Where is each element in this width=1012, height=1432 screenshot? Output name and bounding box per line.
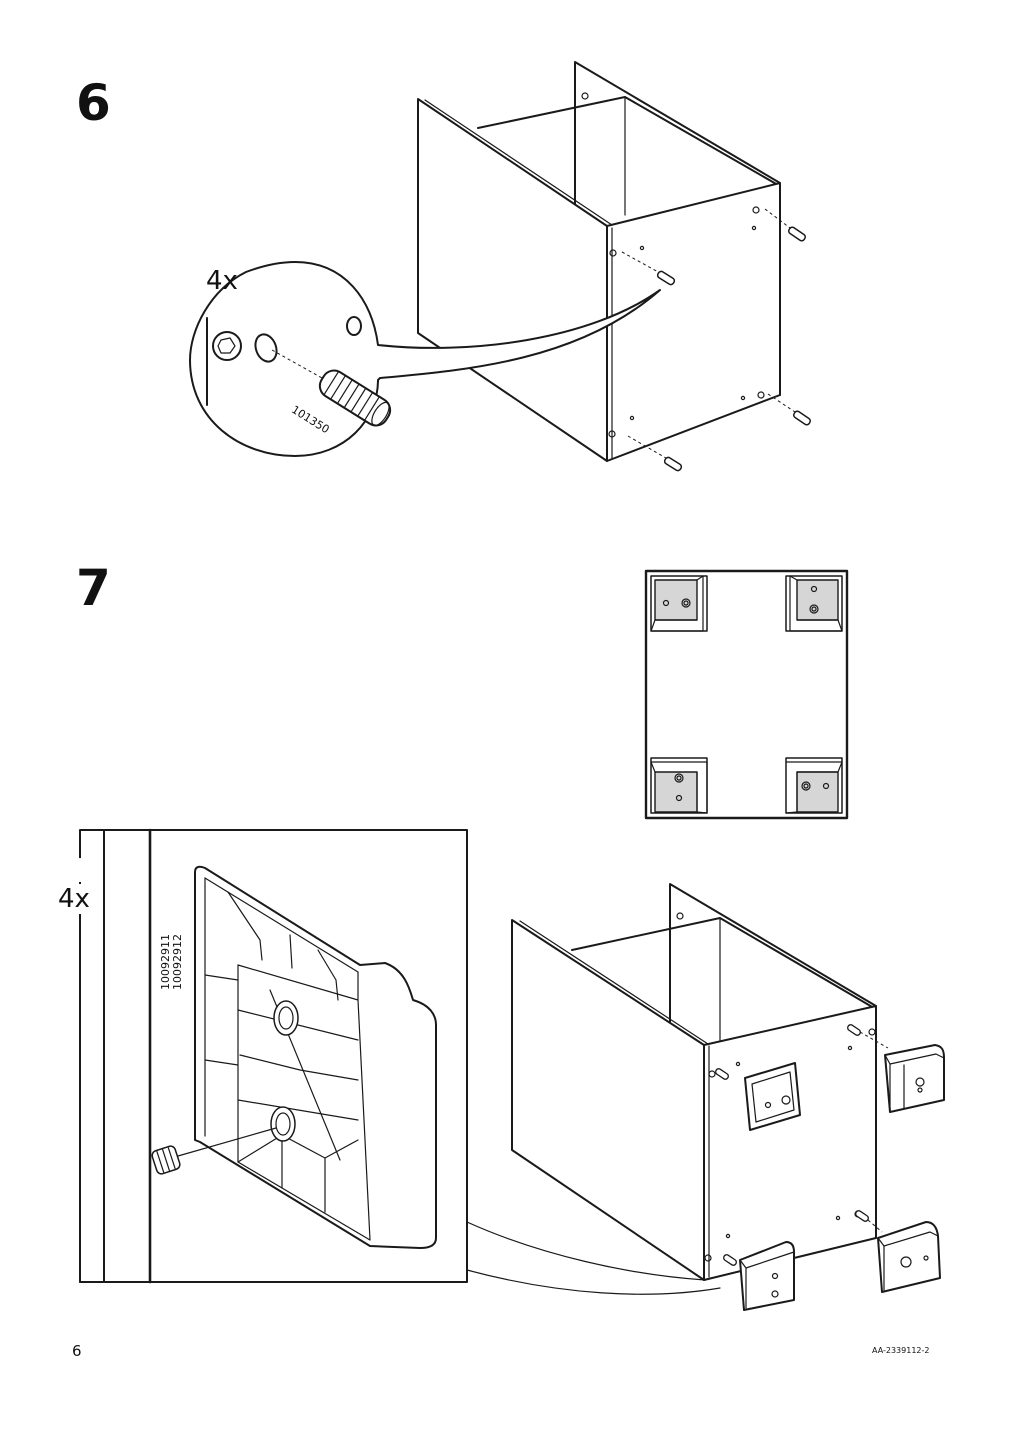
step-6-quantity: 4x [206, 266, 238, 296]
document-code: AA-2339112-2 [872, 1346, 930, 1355]
foot-loose-lower-right [867, 1219, 941, 1293]
foot-top-left [650, 575, 708, 632]
step-7-bottom-view [644, 569, 849, 820]
step-6-number: 6 [76, 74, 111, 132]
step-7-number: 7 [76, 559, 111, 617]
step-7-detail-panel [78, 828, 721, 1295]
step-7-part-numbers: 10092911 10092912 [159, 934, 184, 990]
foot-bottom-right [785, 757, 843, 814]
foot-loose-upper-right [859, 1031, 945, 1113]
step-7-part-number-2: 10092912 [171, 934, 184, 990]
step-6-cabinet [417, 61, 812, 472]
step-7-cabinet [511, 883, 945, 1311]
foot-loose-lower-left [739, 1241, 795, 1311]
step-6-detail-callout [189, 261, 661, 457]
foot-top-right [785, 575, 843, 632]
foot-bottom-left [650, 757, 708, 814]
foot-attached [744, 1062, 801, 1131]
page-number: 6 [72, 1342, 82, 1360]
step-7-quantity: 4x [58, 884, 90, 914]
